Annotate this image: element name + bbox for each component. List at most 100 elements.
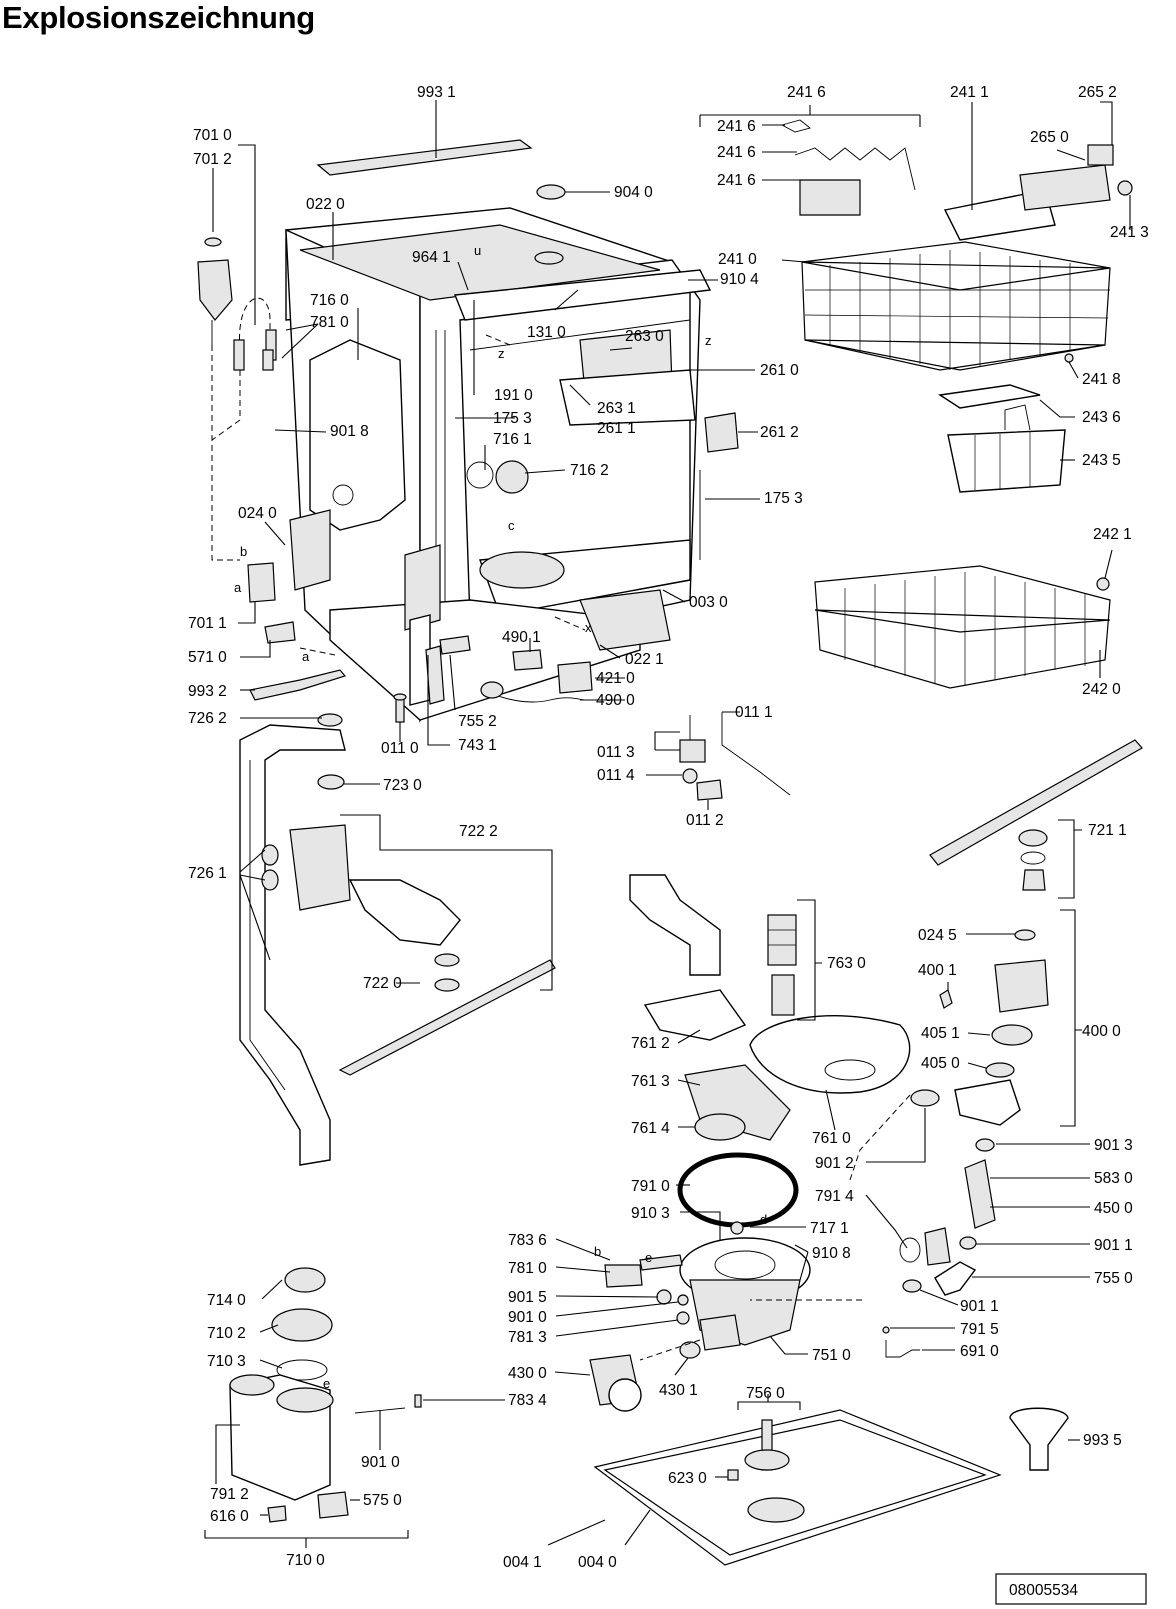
callout: 791 0	[631, 1178, 670, 1195]
part-400-1	[939, 989, 953, 1009]
callout: 901 5	[508, 1289, 547, 1306]
callout: 004 0	[578, 1554, 617, 1571]
part-241-6-bracket	[799, 179, 861, 216]
part-701-1	[247, 562, 276, 603]
callout: 490 1	[502, 629, 541, 646]
part-funnel-993-5	[1009, 1407, 1069, 1471]
part-spray-arm-721-1	[929, 739, 1143, 866]
callout: 721 1	[1088, 822, 1127, 839]
callout: 993 2	[188, 683, 227, 700]
callout: 241 1	[950, 84, 989, 101]
callout: 714 0	[207, 1292, 246, 1309]
connector-letter: a	[234, 580, 242, 595]
callout: 430 0	[508, 1365, 547, 1382]
callout: 901 1	[1094, 1237, 1133, 1254]
connector-letter: z	[498, 346, 505, 361]
callout: 175 3	[764, 490, 803, 507]
part-623-0	[727, 1469, 739, 1481]
part-pump-motor	[994, 959, 1049, 1013]
document-number-box	[995, 1573, 1147, 1605]
part-pump-housing	[954, 1079, 1021, 1126]
part-sieve-761-0	[749, 1015, 911, 1094]
part-901-3	[975, 1138, 995, 1152]
callout: 756 0	[746, 1385, 785, 1402]
callout: 901 0	[508, 1309, 547, 1326]
part-base-frame-004	[593, 1409, 1002, 1566]
callout: 575 0	[363, 1492, 402, 1509]
part-755-0	[934, 1261, 977, 1296]
callout: 781 3	[508, 1329, 547, 1346]
callout: 710 3	[207, 1353, 246, 1370]
callout: 701 1	[188, 615, 227, 632]
callout: 726 2	[188, 710, 227, 727]
part-tub	[285, 207, 712, 723]
document-number: 08005534	[1009, 1582, 1078, 1599]
callout: 400 0	[1082, 1023, 1121, 1040]
callout: 901 1	[960, 1298, 999, 1315]
callout: 024 0	[238, 505, 277, 522]
part-781-3	[676, 1311, 690, 1325]
part-duct-761	[629, 874, 721, 976]
callout: 400 1	[918, 962, 957, 979]
part-rail-261	[559, 369, 696, 426]
connector-letter: b	[240, 544, 247, 559]
callout: 571 0	[188, 649, 227, 666]
connector-letter: d	[760, 1212, 767, 1227]
callout: 011 1	[735, 704, 773, 721]
part-242-1	[1096, 577, 1110, 591]
callout: 011 3	[597, 744, 635, 761]
part-783-6	[639, 1254, 683, 1271]
part-filter-763	[767, 914, 797, 1016]
callout: 022 0	[306, 196, 345, 213]
callout: 901 8	[330, 423, 369, 440]
connector-letter: a	[302, 649, 310, 664]
callout: 450 0	[1094, 1200, 1133, 1217]
callout: 763 0	[827, 955, 866, 972]
callout: 242 0	[1082, 681, 1121, 698]
part-575-0	[317, 1491, 349, 1519]
callout: 722 2	[459, 823, 498, 840]
connector-letter: b	[594, 1244, 601, 1259]
part-base-disc	[747, 1497, 805, 1523]
callout: 710 0	[286, 1552, 325, 1569]
callout: 751 0	[812, 1347, 851, 1364]
callout: 726 1	[188, 865, 227, 882]
connector-letter: e	[645, 1250, 652, 1265]
part-cutlery-basket	[947, 404, 1066, 493]
callout: 241 6	[787, 84, 826, 101]
connector-letter: e	[323, 1376, 330, 1391]
callout: 964 1	[412, 249, 451, 266]
connector-letter: x	[585, 620, 592, 635]
callout: 241 3	[1110, 224, 1149, 241]
part-761-4	[694, 1113, 746, 1141]
callout: 191 0	[494, 387, 533, 404]
callout: 405 0	[921, 1055, 960, 1072]
callout: 716 1	[493, 431, 532, 448]
part-011-3	[679, 739, 706, 763]
callout: 243 5	[1082, 452, 1121, 469]
part-sump-751	[679, 1237, 811, 1351]
callout: 901 2	[815, 1155, 854, 1172]
callout: 004 1	[503, 1554, 542, 1571]
part-701-valve	[197, 237, 233, 345]
part-901-1-a	[959, 1236, 977, 1250]
callout: 241 6	[717, 172, 756, 189]
part-490-1	[512, 649, 543, 671]
part-901-1-b	[902, 1279, 922, 1293]
callout: 910 8	[812, 1245, 851, 1262]
callout: 701 2	[193, 151, 232, 168]
callout: 583 0	[1094, 1170, 1133, 1187]
callout: 241 6	[717, 118, 756, 135]
callout: 261 1	[597, 420, 636, 437]
callout: 993 5	[1083, 1432, 1122, 1449]
callout: 623 0	[668, 1470, 707, 1487]
callout: 242 1	[1093, 526, 1132, 543]
callout: 011 0	[381, 740, 419, 757]
callout: 261 0	[760, 362, 799, 379]
part-901-0-a	[677, 1294, 689, 1306]
callout: 723 0	[383, 777, 422, 794]
part-430-1	[679, 1341, 701, 1359]
callout: 743 1	[458, 737, 497, 754]
part-405-1	[991, 1024, 1033, 1046]
part-583-0	[924, 1227, 951, 1266]
